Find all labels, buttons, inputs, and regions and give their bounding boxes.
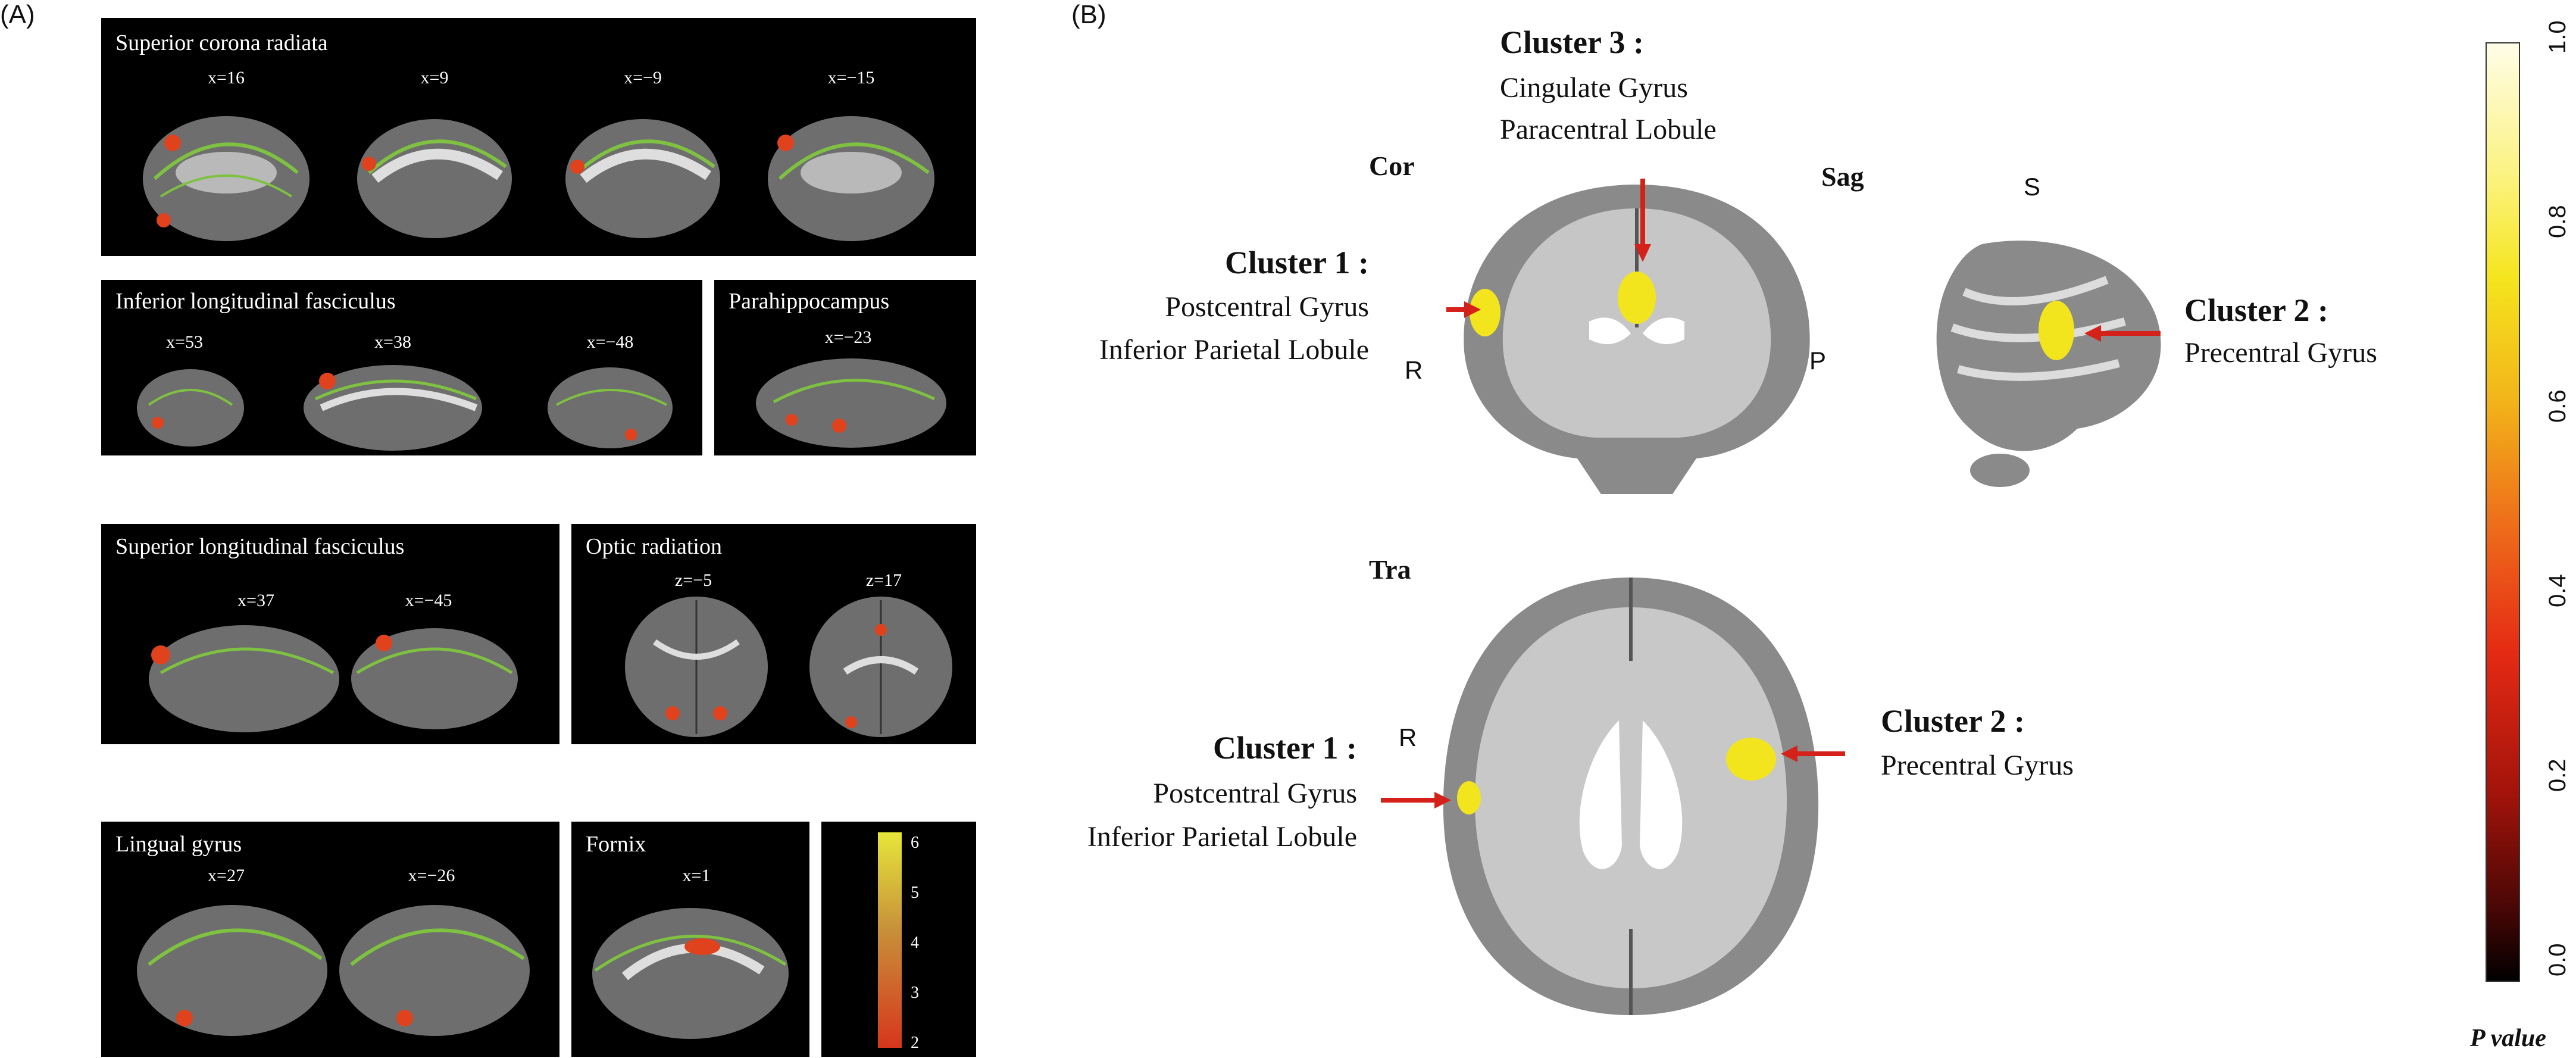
slice-coordinate: x=−15 [827, 68, 875, 88]
orientation-posterior: P [1809, 347, 1827, 374]
slice-coordinate: z=17 [865, 570, 902, 590]
slice-coordinate: x=16 [208, 68, 245, 88]
orientation-superior: S [2024, 173, 2041, 201]
colorbar-tick: 1.0 [2544, 20, 2571, 54]
panel-title: Inferior longitudinal fasciculus [115, 289, 396, 314]
view-label-coronal: Cor [1369, 151, 1415, 181]
panel-title: Fornix [586, 832, 646, 857]
sagittal-brain-slices [137, 905, 530, 1036]
colorbar-p-value [2486, 42, 2520, 982]
cluster1-region-2: Inferior Parietal Lobule [1099, 334, 1369, 366]
panel-optic-radiation: Optic radiation z=−5 z=17 [571, 524, 976, 744]
colorbar-tick: 0.2 [2544, 759, 2571, 792]
slice-coordinate: x=1 [682, 866, 711, 885]
orientation-right: R [1405, 356, 1423, 384]
panel-inferior-longitudinal-fasciculus: Inferior longitudinal fasciculus x=53 x=… [101, 280, 702, 455]
cluster1b-region-1: Postcentral Gyrus [1153, 778, 1357, 809]
panel-title: Superior longitudinal fasciculus [115, 534, 405, 559]
sagittal-brain-slices [149, 625, 518, 732]
cluster3-region-1: Cingulate Gyrus [1500, 72, 1688, 104]
coronal-brain-slice [1446, 179, 1810, 494]
cluster3-title: Cluster 3 : [1500, 24, 1644, 60]
cluster1-region-1: Postcentral Gyrus [1165, 291, 1369, 323]
panel-title: Optic radiation [586, 534, 722, 559]
cluster1-title: Cluster 1 : [1225, 245, 1369, 280]
panel-fornix: Fornix x=1 [571, 822, 809, 1057]
panel-title: Superior corona radiata [115, 30, 328, 55]
sagittal-brain-slice [756, 358, 946, 448]
slice-coordinate: x=53 [166, 332, 203, 352]
slice-coordinate: x=−26 [408, 866, 455, 885]
slice-coordinate: x=37 [237, 591, 274, 610]
slice-coordinate: x=−23 [824, 327, 872, 347]
panel-parahippocampus: Parahippocampus x=−23 [714, 280, 976, 455]
sagittal-brain-slices [137, 365, 673, 451]
colorbar-tick: 0.8 [2544, 205, 2571, 238]
axial-brain-slices [625, 597, 952, 737]
slice-coordinate: x=27 [208, 866, 245, 885]
cluster3-region-2: Paracentral Lobule [1500, 114, 1717, 145]
view-label-transverse: Tra [1369, 554, 1411, 585]
slice-coordinate: x=−48 [586, 332, 634, 352]
slice-coordinate: x=9 [420, 68, 449, 88]
colorbar-tick: 6 [911, 834, 919, 852]
panel-superior-corona-radiata: Superior corona radiata x=16 x=9 x=−9 x=… [101, 18, 976, 256]
colorbar-title: P value [2470, 1025, 2546, 1052]
colorbar-tick: 3 [911, 984, 919, 1002]
cluster1b-title: Cluster 1 : [1213, 730, 1357, 766]
panel-title: Lingual gyrus [115, 832, 242, 857]
colorbar-panel-a: 6 5 4 3 2 [821, 822, 976, 1057]
cluster1b-region-2: Inferior Parietal Lobule [1087, 821, 1357, 853]
slice-coordinate: x=38 [374, 332, 411, 352]
slice-coordinate: x=−45 [405, 591, 452, 610]
slice-coordinate: x=−9 [624, 68, 662, 88]
colorbar-gradient [878, 832, 902, 1048]
colorbar-tick: 0.0 [2544, 943, 2571, 976]
colorbar-tick: 0.6 [2544, 389, 2571, 423]
slice-coordinate: z=−5 [674, 570, 712, 590]
colorbar-tick: 2 [911, 1034, 919, 1052]
view-label-sagittal: Sag [1821, 161, 1864, 192]
panel-b-label: (B) [1071, 0, 1106, 29]
colorbar-tick: 0.4 [2544, 574, 2571, 607]
cluster2-region-1: Precentral Gyrus [2184, 337, 2377, 369]
sagittal-brain-slices [143, 116, 934, 241]
cluster2b-title: Cluster 2 : [1881, 703, 2025, 739]
sagittal-brain-slice [592, 908, 789, 1039]
panel-superior-longitudinal-fasciculus: Superior longitudinal fasciculus x=37 x=… [101, 524, 559, 744]
colorbar-tick: 4 [911, 934, 919, 952]
cluster2-title: Cluster 2 : [2184, 292, 2328, 328]
orientation-right-transverse: R [1399, 723, 1417, 751]
panel-a-label: (A) [0, 0, 35, 29]
sagittal-brain-slice-b [1936, 241, 2161, 487]
cluster2b-region-1: Precentral Gyrus [1881, 750, 2074, 781]
panel-lingual-gyrus: Lingual gyrus x=27 x=−26 [101, 822, 559, 1057]
panel-title: Parahippocampus [729, 289, 890, 314]
colorbar-tick: 5 [911, 884, 919, 902]
transverse-brain-slice [1381, 578, 1845, 1015]
